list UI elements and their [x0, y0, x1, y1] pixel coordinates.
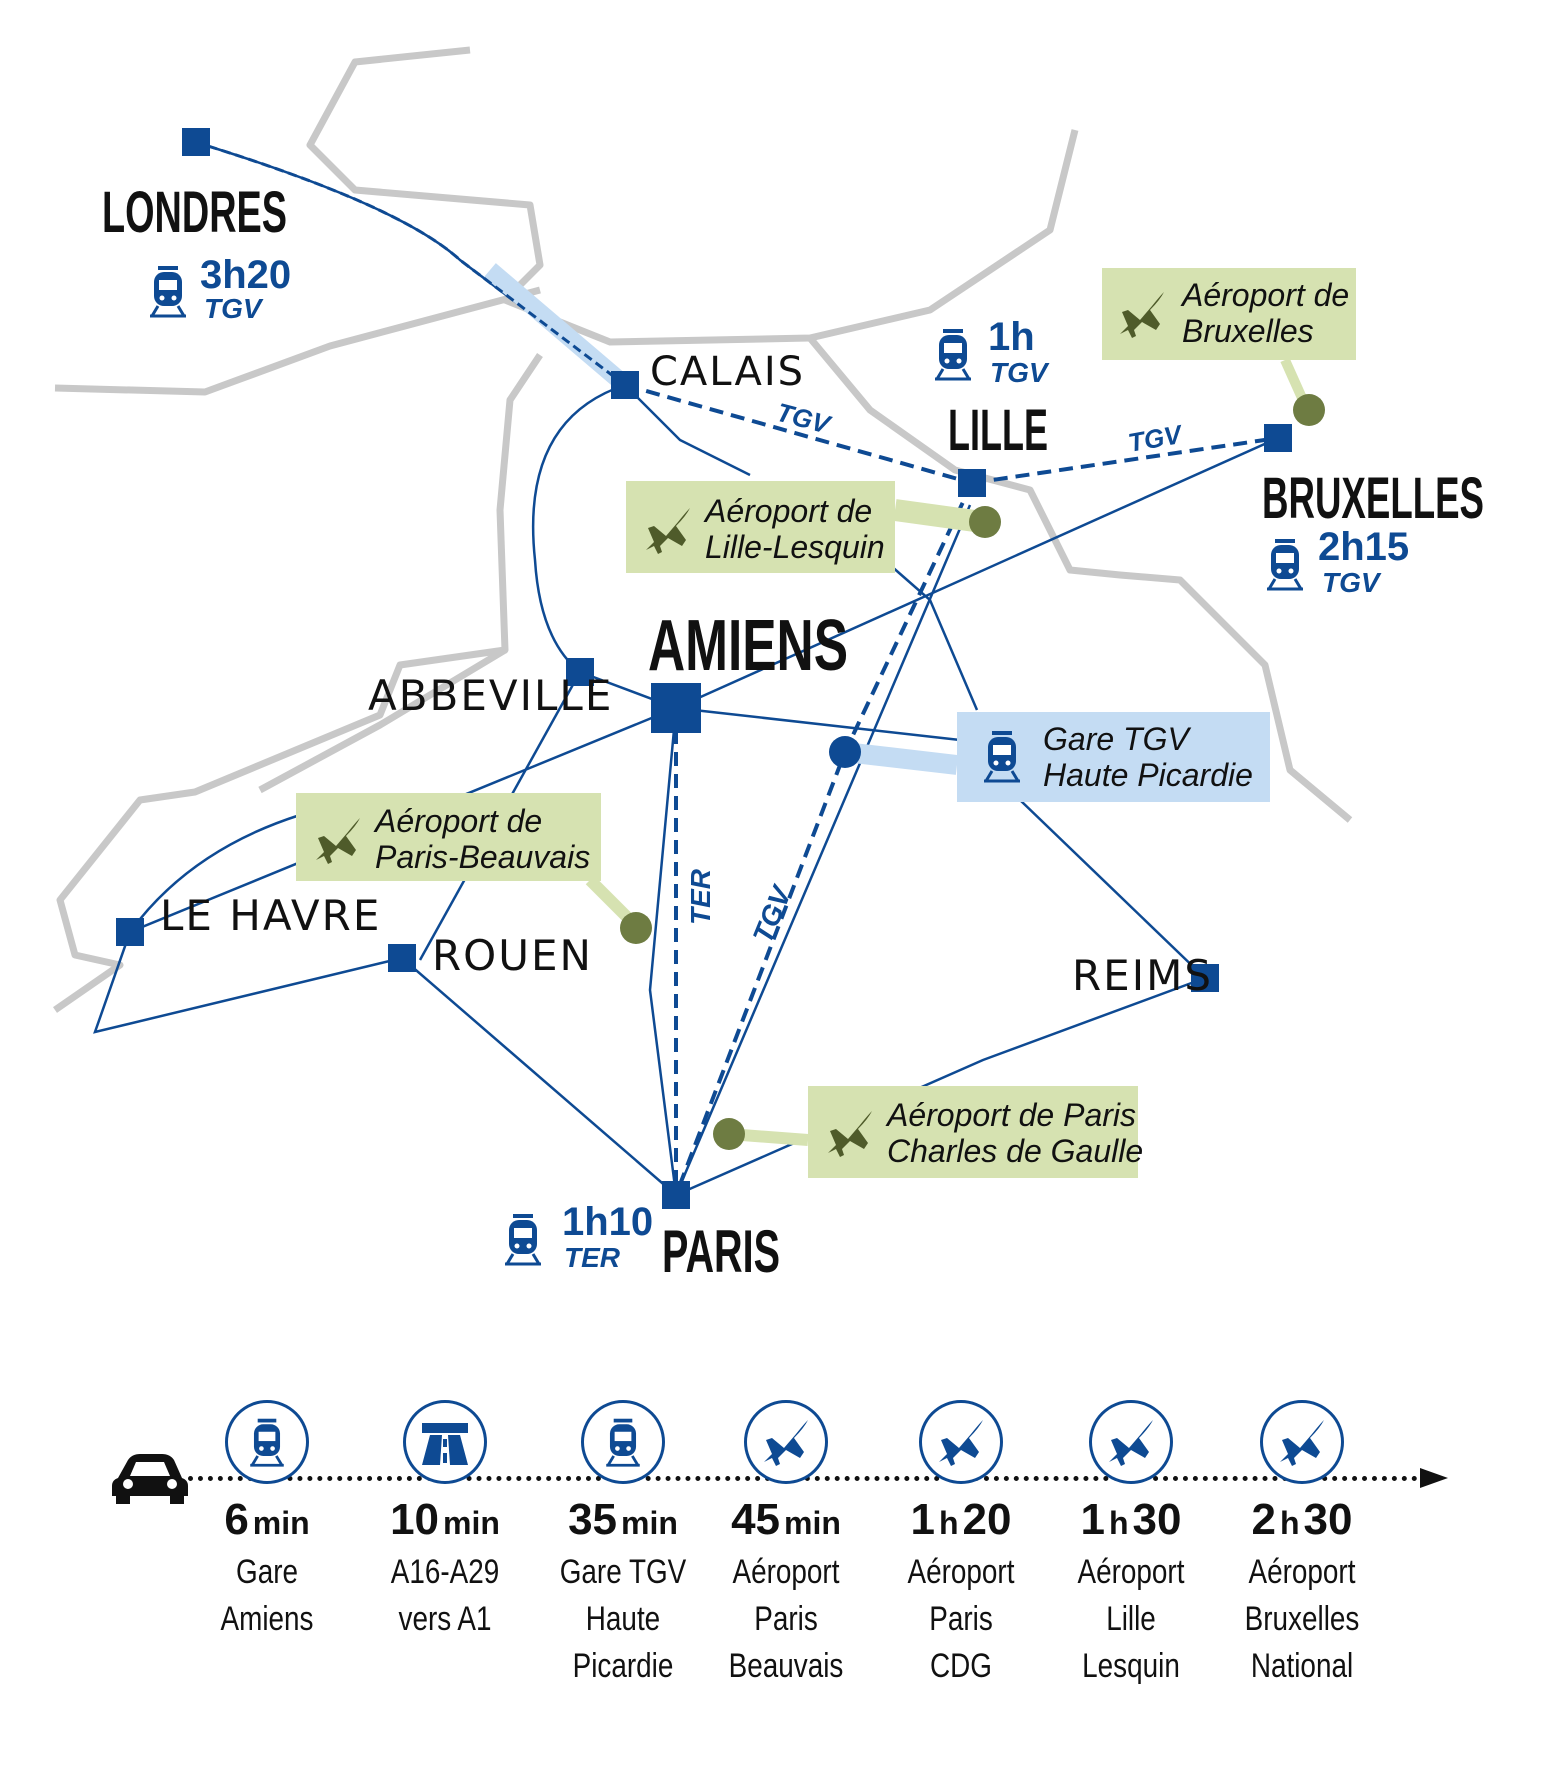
train-icon [933, 327, 973, 381]
train-icon [225, 1400, 309, 1484]
box-bruxelles-airport: Aéroport de Bruxelles [1102, 268, 1356, 426]
train-icon [503, 1212, 543, 1266]
city-abbeville: ABBEVILLE [368, 671, 613, 720]
city-londres: LONDRES [102, 180, 287, 245]
city-bruxelles: BRUXELLES [1262, 466, 1484, 531]
line-label-calais-lille: TGV [773, 397, 835, 440]
destination-label: Aéroport Bruxelles National [1244, 1553, 1360, 1685]
plane-icon [919, 1400, 1003, 1484]
tunnel-highlight [484, 263, 631, 392]
city-paris: PARIS [662, 1218, 780, 1285]
route-map: TGV TGV TER TGV LONDRES CALAIS LILLE BRU… [53, 46, 1484, 1285]
box-cdg-airport: Aéroport de Paris Charles de Gaulle [713, 1086, 1143, 1178]
svg-text:Aéroport de: Aéroport de [373, 803, 542, 839]
car-icon [112, 1454, 188, 1504]
travel-londres: 3h20 TGV [148, 253, 291, 324]
city-le-havre: LE HAVRE [160, 891, 381, 940]
city-amiens: AMIENS [648, 606, 848, 686]
svg-text:Aéroport de: Aéroport de [703, 493, 872, 529]
plane-icon [1260, 1400, 1344, 1484]
station-bruxelles [1264, 424, 1292, 452]
train-icon [581, 1400, 665, 1484]
destination-label: A16-A29 vers A1 [390, 1553, 500, 1638]
svg-text:Bruxelles: Bruxelles [1182, 313, 1314, 349]
train-icon [148, 264, 188, 318]
svg-text:2h15: 2h15 [1318, 525, 1409, 569]
svg-text:Gare TGV: Gare TGV [1043, 721, 1191, 757]
destination-label: Aéroport Paris CDG [907, 1553, 1015, 1685]
destination-label: Aéroport Lille Lesquin [1077, 1553, 1185, 1685]
svg-text:TGV: TGV [990, 357, 1050, 388]
svg-text:Lille-Lesquin: Lille-Lesquin [705, 529, 885, 565]
station-rouen [388, 944, 416, 972]
city-lille: LILLE [948, 398, 1048, 463]
timeline-arrow [1420, 1468, 1448, 1488]
city-reims: REIMS [1072, 951, 1213, 1000]
station-abbeville [566, 658, 594, 686]
svg-text:Aéroport de Paris: Aéroport de Paris [885, 1097, 1136, 1133]
svg-text:TER: TER [564, 1242, 621, 1273]
station-lille [958, 469, 986, 497]
station-reims [1191, 964, 1219, 992]
travel-lille: 1h TGV [933, 315, 1050, 388]
svg-text:3h20: 3h20 [200, 253, 291, 297]
station-paris [662, 1181, 690, 1209]
svg-text:Haute Picardie: Haute Picardie [1043, 757, 1253, 793]
svg-text:TGV: TGV [204, 293, 264, 324]
plane-icon [744, 1400, 828, 1484]
destination-label: Gare Amiens [220, 1553, 314, 1638]
destination-label: Gare TGV Haute Picardie [559, 1553, 687, 1685]
stations [116, 128, 1292, 1209]
station-calais [611, 371, 639, 399]
travel-bruxelles: 2h15 TGV [1265, 525, 1409, 598]
svg-text:Aéroport de: Aéroport de [1180, 277, 1349, 313]
svg-text:1h10: 1h10 [562, 1200, 653, 1244]
plane-icon [1089, 1400, 1173, 1484]
station-amiens [651, 683, 701, 733]
box-lille-airport: Aéroport de Lille-Lesquin [626, 481, 1001, 573]
svg-text:Paris-Beauvais: Paris-Beauvais [375, 839, 590, 875]
box-beauvais-airport: Aéroport de Paris-Beauvais [296, 793, 652, 944]
line-label-ter: TER [685, 868, 716, 925]
box-tgv-station: Gare TGV Haute Picardie [829, 712, 1270, 802]
borders [53, 46, 1353, 1013]
city-calais: CALAIS [650, 349, 805, 395]
svg-text:1h: 1h [988, 315, 1035, 359]
destination-label: Aéroport Paris Beauvais [728, 1553, 844, 1685]
svg-text:Charles de Gaulle: Charles de Gaulle [887, 1133, 1143, 1169]
station-le-havre [116, 918, 144, 946]
travel-paris: 1h10 TER [503, 1200, 653, 1273]
train-icon [1265, 537, 1305, 591]
svg-text:TGV: TGV [1322, 567, 1382, 598]
highway-icon [403, 1400, 487, 1484]
city-rouen: ROUEN [432, 931, 593, 980]
station-londres [182, 128, 210, 156]
